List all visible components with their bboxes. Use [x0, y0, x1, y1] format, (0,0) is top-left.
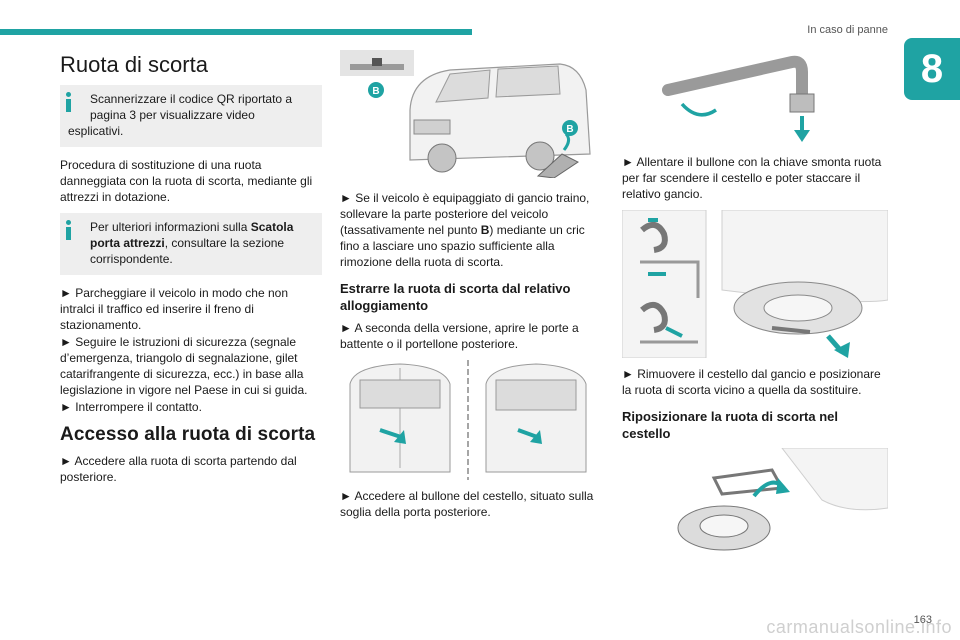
tow-post: ) mediante un cric fino a lasciare uno s… — [340, 223, 585, 269]
step-access-bolt: ► Accedere al bullone del cestello, situ… — [340, 489, 594, 519]
watermark-text: carmanualsonline.info — [766, 617, 952, 637]
step-safety: ► Seguire le istruzioni di sicurezza (se… — [60, 335, 308, 397]
wrench-socket — [789, 93, 815, 113]
wheel-wrench-icon — [662, 55, 808, 100]
hook-bottom-icon — [640, 301, 668, 333]
info-icon — [65, 92, 71, 112]
cradle-frame — [771, 326, 811, 334]
rear-doors-drawing — [349, 360, 587, 480]
section-heading-access: Accesso alla ruota di scorta — [60, 424, 316, 445]
info-text-line1: Scannerizzare il codice QR riportato a — [90, 92, 293, 106]
arrow-head-left-icon — [394, 430, 406, 444]
van-jack-drawing: B B — [340, 50, 591, 179]
header-accent-bar — [0, 29, 472, 35]
info-text-line2: pagina 3 per visualizzare video — [90, 108, 255, 122]
info-toolbox-post: , consultare la sezione corrispondente. — [90, 236, 285, 266]
illustration-wheel-wrench — [622, 50, 888, 148]
step-open-doors: ► A seconda della versione, aprire le po… — [340, 321, 579, 351]
column-3: ► Allentare il bullone con la chiave smo… — [621, 50, 889, 556]
hook-point-detail — [372, 58, 382, 66]
towbar-detail — [350, 64, 404, 70]
arrow-head-right-icon — [530, 430, 542, 444]
step-ignition: ► Interrompere il contatto. — [60, 400, 202, 414]
info-box-qr: Scannerizzare il codice QR riportato a p… — [60, 85, 322, 147]
point-b-label-2: B — [566, 124, 573, 135]
spare-wheel-hub — [699, 514, 749, 538]
illustration-reposition-wheel — [622, 447, 889, 556]
illustration-rear-doors — [340, 360, 604, 480]
van-windshield — [435, 69, 491, 103]
tow-bold: B — [480, 223, 490, 237]
step-loosen-bolt: ► Allentare il bullone con la chiave smo… — [622, 155, 882, 201]
point-b-label-1: B — [372, 86, 379, 97]
hook-arrow-bottom — [665, 326, 683, 338]
van-front-wheel — [427, 143, 457, 173]
intro-text: Procedura di sostituzione di una ruota d… — [60, 158, 313, 204]
van-grille — [413, 119, 451, 135]
illustration-van-jack: B B — [340, 50, 604, 179]
jack-arrow-icon — [562, 132, 571, 151]
lift-arrow-icon — [776, 478, 790, 494]
subheading-extract: Estrarre la ruota di scorta dal relativo… — [340, 281, 571, 313]
rear-windows-left — [359, 379, 441, 409]
info-icon — [65, 220, 71, 240]
illustration-cradle-hook — [621, 209, 889, 359]
point-b-marker-2 — [562, 120, 578, 136]
rotate-arrow-icon — [680, 102, 717, 117]
spare-wheel-rim — [763, 294, 833, 322]
van-side-window — [495, 65, 561, 98]
info-text-line3: esplicativi. — [68, 124, 124, 138]
tow-pre: ► Se il veicolo è equipaggiato di gancio… — [340, 191, 590, 237]
page-title: Ruota di scorta — [60, 52, 208, 77]
rear-window-right — [495, 379, 577, 411]
info-toolbox-pre: Per ulteriori informazioni sulla — [90, 220, 251, 234]
column-2: B B ► Se il veicolo è equipaggiato di ga… — [340, 50, 604, 528]
step-access: ► Accedere alla ruota di scorta partendo… — [60, 454, 297, 484]
step-tow-lift: ► Se il veicolo è equipaggiato di gancio… — [340, 190, 604, 270]
step-park: ► Parcheggiare il veicolo in modo che no… — [60, 286, 289, 332]
down-arrow-icon — [794, 130, 810, 142]
info-box-toolbox: Per ulteriori informazioni sulla Scatola… — [60, 213, 322, 275]
point-b-marker-1 — [368, 82, 384, 98]
header-section-title: In caso di panne — [807, 24, 888, 36]
lower-arrow-icon — [834, 342, 850, 358]
info-toolbox-bold: Scatola porta attrezzi — [90, 220, 294, 250]
van-rear-underside — [780, 447, 889, 511]
cradle-drawing — [621, 209, 889, 359]
chapter-tab: 8 — [904, 38, 960, 100]
subheading-reposition: Riposizionare la ruota di scorta nel ces… — [622, 409, 838, 441]
wrench-drawing — [662, 55, 815, 142]
reposition-drawing — [677, 447, 889, 551]
van-rear-wheel — [525, 141, 555, 171]
jack-icon — [536, 153, 579, 179]
hook-top-icon — [640, 221, 668, 253]
page-number: 163 — [913, 614, 932, 626]
cradle-bar-top — [640, 260, 700, 298]
step-remove-cradle: ► Rimuovere il cestello dal gancio e pos… — [622, 367, 881, 397]
info-toolbox-text: Per ulteriori informazioni sulla Scatola… — [68, 219, 314, 267]
column-1: Ruota di scorta Scannerizzare il codice … — [60, 50, 322, 493]
